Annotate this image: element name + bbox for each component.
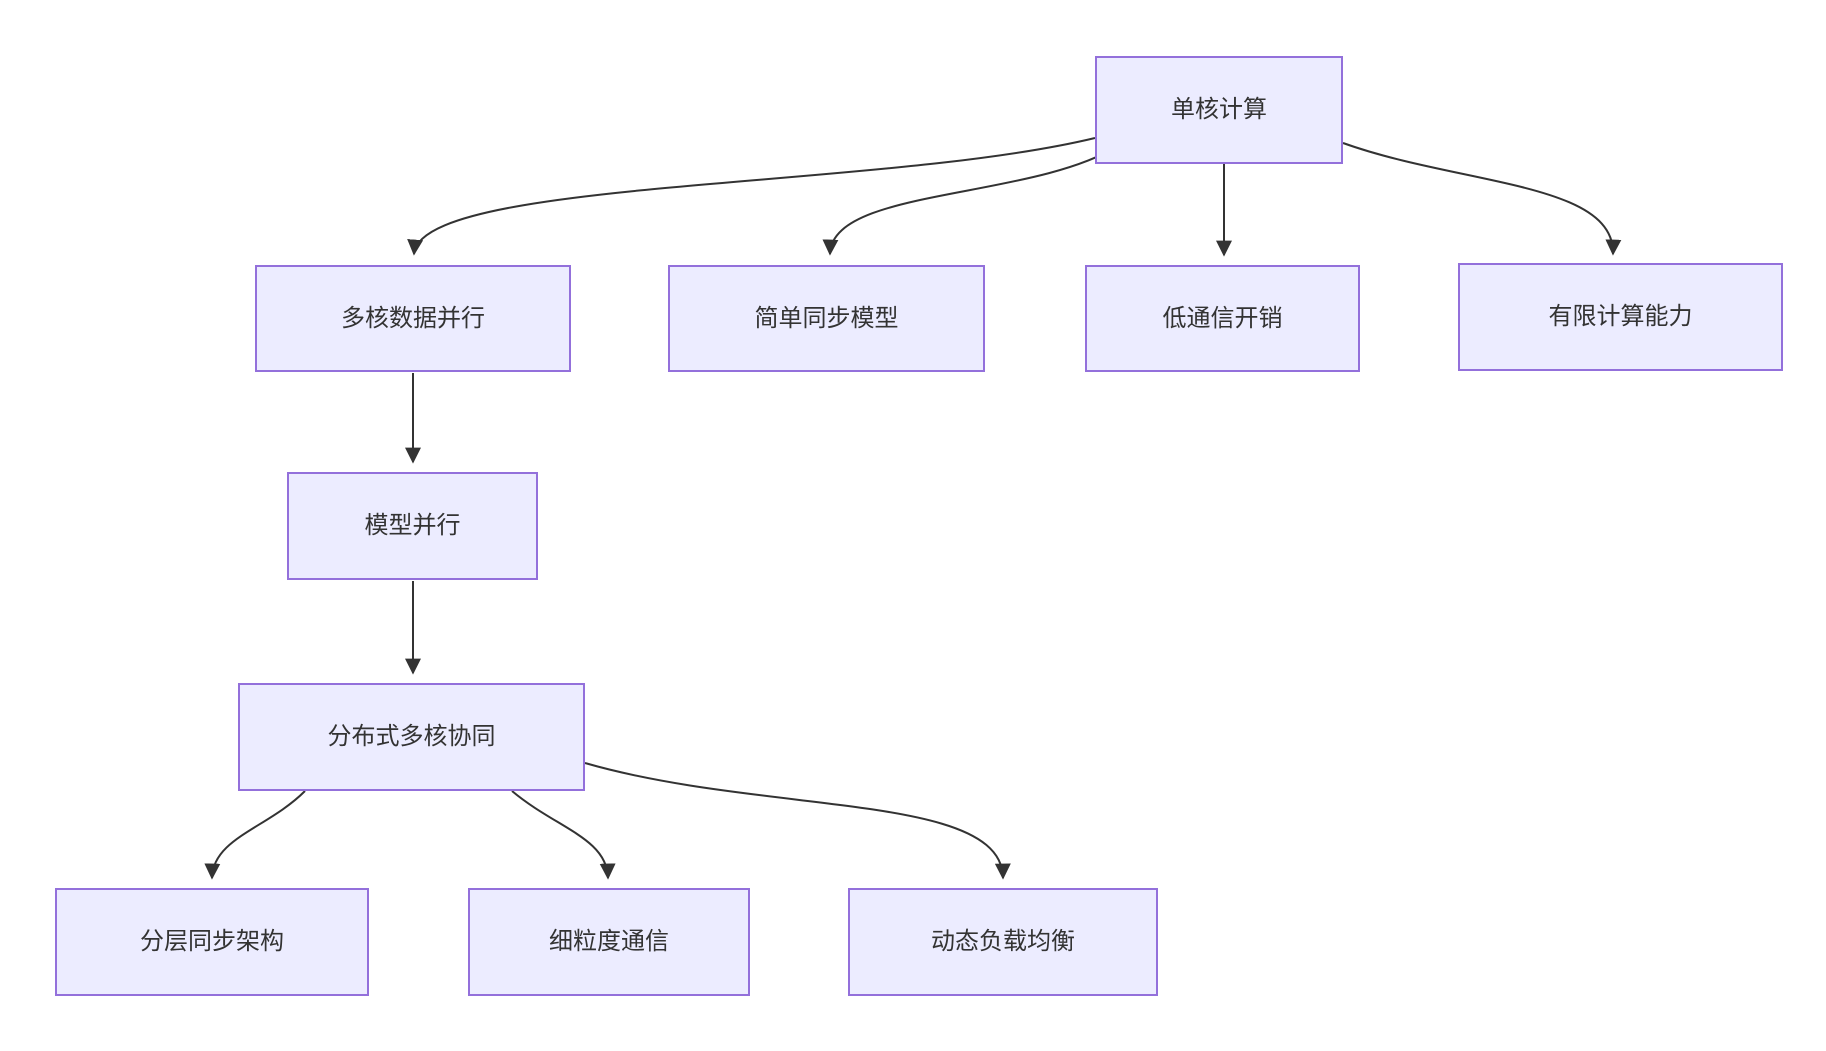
node-label: 单核计算	[1171, 96, 1267, 123]
node-multicore-data-parallel: 多核数据并行	[255, 265, 571, 372]
node-label: 分布式多核协同	[327, 723, 496, 750]
edge-single-core-to-simple-sync-model	[822, 145, 1119, 256]
node-label: 分层同步架构	[140, 928, 284, 955]
node-fine-grained-communication: 细粒度通信	[468, 888, 750, 996]
node-dynamic-load-balancing: 动态负载均衡	[848, 888, 1158, 996]
edge-single-core-to-multicore-data-parallel	[407, 137, 1096, 256]
edge-distributed-coordination-to-hierarchical-sync	[204, 790, 306, 880]
node-single-core-computing: 单核计算	[1095, 56, 1343, 164]
node-low-comm-overhead: 低通信开销	[1085, 265, 1360, 372]
node-limited-compute-capability: 有限计算能力	[1458, 263, 1783, 371]
edge-distributed-coordination-to-dynamic-load-balancing	[584, 762, 1011, 880]
node-label: 简单同步模型	[754, 304, 899, 332]
node-label: 模型并行	[364, 512, 461, 539]
node-distributed-multicore-coordination: 分布式多核协同	[238, 683, 585, 791]
node-label: 细粒度通信	[549, 928, 669, 955]
node-hierarchical-sync-architecture: 分层同步架构	[55, 888, 369, 996]
node-label: 低通信开销	[1162, 304, 1283, 332]
node-simple-sync-model: 简单同步模型	[668, 265, 985, 372]
edge-single-core-to-limited-compute	[1342, 142, 1622, 256]
edge-distributed-coordination-to-fine-grained-comm	[511, 790, 616, 880]
node-label: 有限计算能力	[1548, 303, 1693, 330]
node-label: 多核数据并行	[341, 304, 485, 332]
node-model-parallel: 模型并行	[287, 472, 538, 580]
node-label: 动态负载均衡	[931, 928, 1075, 955]
